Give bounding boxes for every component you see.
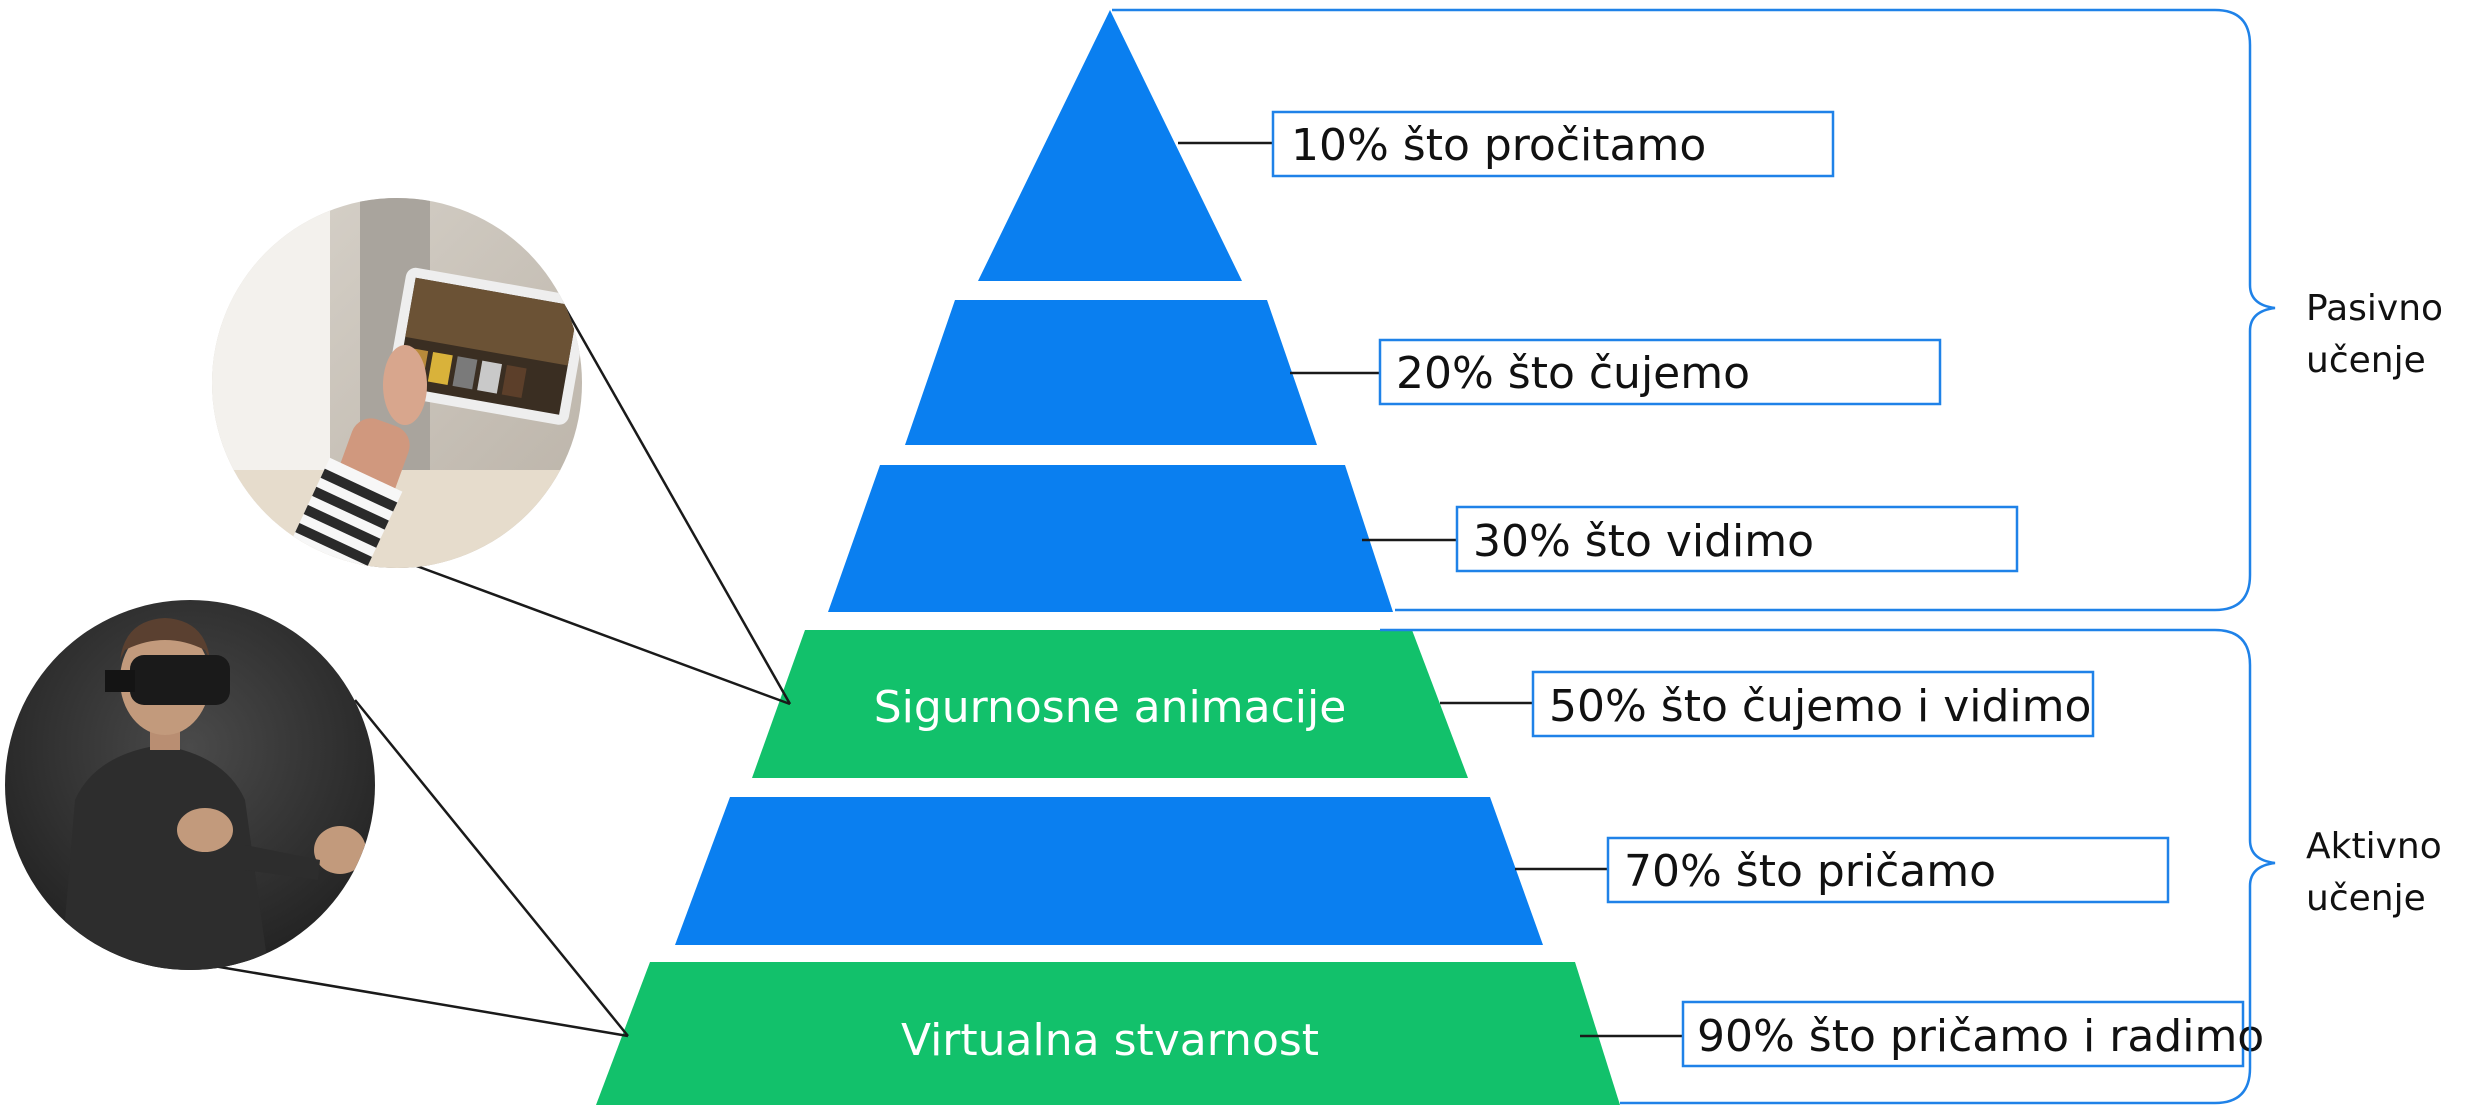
photo-vr-headset-man bbox=[5, 600, 375, 970]
tablet-connector-bottom bbox=[394, 556, 791, 706]
photo-tablet-hand bbox=[212, 198, 582, 568]
tablet-connector-top bbox=[553, 289, 792, 705]
pyramid-tier-3 bbox=[828, 465, 1393, 612]
pyramid-tier-5 bbox=[675, 797, 1543, 945]
passive-bracket bbox=[1112, 8, 2276, 612]
active-label-line1: Aktivno bbox=[2306, 826, 2442, 867]
active-bracket bbox=[1380, 628, 2276, 1105]
percent-label-box-6: 90% što pričamo i radimo bbox=[1681, 1000, 2264, 1068]
percent-label-box-1: 10% što pročitamo bbox=[1271, 110, 1835, 178]
vr-connector-top bbox=[354, 699, 629, 1037]
percent-label-box-4: 50% što čujemo i vidimo bbox=[1531, 670, 2095, 738]
percent-label-6: 90% što pričamo i radimo bbox=[1697, 1011, 2264, 1062]
percent-label-1: 10% što pročitamo bbox=[1291, 120, 1706, 171]
percent-label-box-2: 20% što čujemo bbox=[1378, 338, 1942, 406]
percent-label-5: 70% što pričamo bbox=[1624, 846, 1996, 897]
pyramid-tier-6 bbox=[596, 962, 1620, 1105]
passive-label-line1: Pasivno bbox=[2306, 288, 2443, 329]
connector-lines bbox=[1178, 141, 1683, 1038]
percent-label-3: 30% što vidimo bbox=[1473, 516, 1814, 567]
vr-connector-bottom bbox=[189, 960, 629, 1038]
percent-label-4: 50% što čujemo i vidimo bbox=[1549, 681, 2091, 732]
percent-label-2: 20% što čujemo bbox=[1396, 348, 1750, 399]
pyramid-tier-2 bbox=[905, 300, 1317, 445]
tier-label-safety-animations: Sigurnosne animacije bbox=[874, 682, 1347, 733]
percent-label-box-5: 70% što pričamo bbox=[1606, 836, 2170, 904]
passive-label-line2: učenje bbox=[2306, 340, 2426, 381]
tier-label-virtual-reality: Virtualna stvarnost bbox=[901, 1015, 1319, 1066]
photo-connector-lines bbox=[189, 289, 792, 1038]
active-label-line2: učenje bbox=[2306, 878, 2426, 919]
pyramid-tier-4 bbox=[752, 630, 1468, 778]
pyramid-tier-1 bbox=[978, 10, 1242, 281]
percent-label-box-3: 30% što vidimo bbox=[1455, 505, 2019, 573]
